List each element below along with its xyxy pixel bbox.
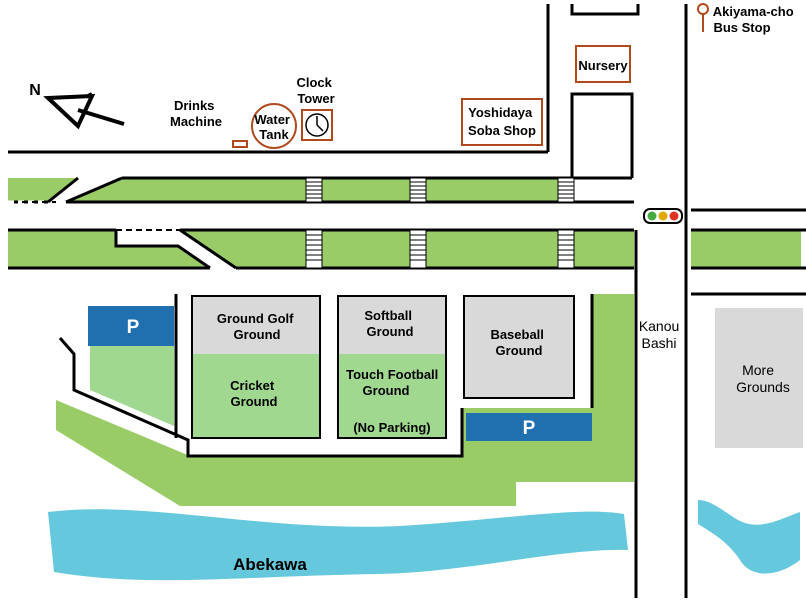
river-abekawa	[48, 509, 628, 581]
ground-golf-border	[191, 295, 321, 439]
parking-lot-1	[88, 306, 174, 346]
cricket-label: Cricket Ground	[230, 378, 278, 409]
more-grounds-label: More Grounds	[736, 362, 790, 395]
bridge-label: Kanou Bashi	[639, 318, 683, 351]
crosswalk	[305, 177, 323, 203]
crosswalk	[305, 229, 323, 269]
north-arrow-icon	[43, 92, 125, 130]
verge-east	[691, 230, 801, 268]
parking-lot-2	[466, 413, 592, 441]
bus-stop-label: Akiyama-cho Bus Stop	[713, 4, 798, 35]
water-tank-label: Water Tank	[254, 112, 293, 142]
ground-golf-area	[192, 296, 320, 354]
verge-south-left	[8, 230, 210, 268]
clock-tower-label: Clock Tower	[296, 75, 335, 106]
crosswalk	[409, 229, 427, 269]
drinks-machine-label: Drinks Machine	[170, 98, 222, 129]
bus-stop-icon	[697, 3, 709, 32]
traffic-signal-icon	[643, 208, 683, 224]
river-east	[698, 500, 800, 574]
baseball-label: Baseball Ground	[490, 327, 547, 358]
crosswalk	[557, 229, 575, 269]
water-tank-icon	[251, 103, 297, 149]
ground-golf-label: Ground Golf Ground	[217, 311, 297, 342]
crosswalk	[557, 177, 575, 203]
parking-2-label: P	[523, 418, 536, 439]
crosswalks	[305, 177, 575, 269]
soba-shop-label: Yoshidaya Soba Shop	[468, 105, 536, 138]
river-label: Abekawa	[233, 555, 307, 574]
softball-border	[337, 295, 447, 439]
drinks-machine-icon	[232, 140, 248, 148]
nursery-box	[575, 45, 631, 83]
verge-north-left	[8, 178, 78, 202]
soba-shop-box	[461, 98, 543, 146]
parking-1-label: P	[127, 317, 140, 338]
road-verges	[8, 178, 801, 268]
clock-icon	[305, 113, 329, 137]
north-label: N	[29, 82, 41, 99]
baseball-area	[463, 295, 575, 399]
more-grounds-area	[715, 308, 803, 448]
softball-area	[338, 296, 446, 354]
verge-south-mid	[180, 230, 634, 268]
crosswalk	[409, 177, 427, 203]
left-field	[90, 346, 174, 426]
cricket-area	[192, 354, 320, 438]
nursery-label: Nursery	[578, 58, 628, 73]
riverside-park	[56, 294, 634, 506]
no-parking-label: (No Parking)	[353, 420, 430, 435]
touch-football-label: Touch Football Ground	[346, 367, 442, 398]
touch-football-area	[338, 354, 446, 438]
softball-label: Softball Ground	[364, 308, 415, 339]
